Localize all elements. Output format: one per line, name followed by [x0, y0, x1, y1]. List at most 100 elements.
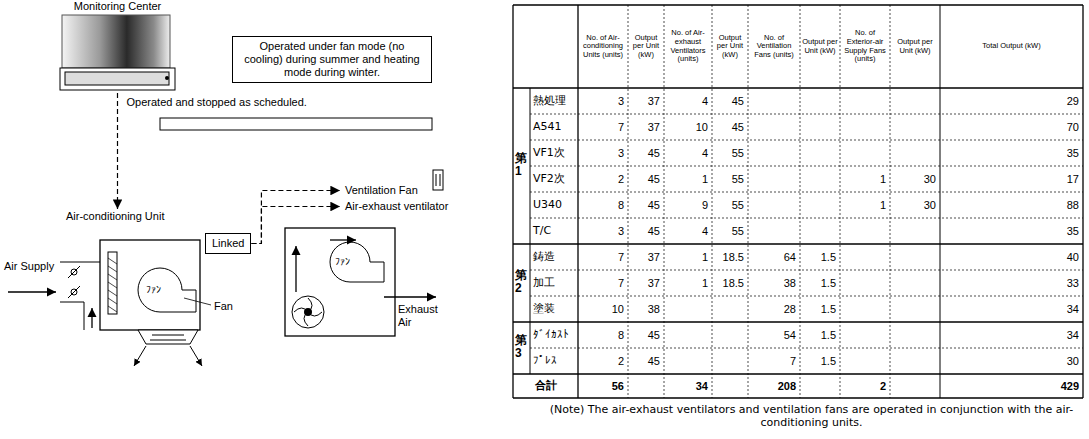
ventilation-fan-icon: [433, 170, 443, 190]
exhaust-air-label: Exhaust Air: [398, 303, 448, 329]
coil: [108, 252, 117, 314]
table-rule: [513, 87, 1083, 88]
supply-duct: [60, 302, 84, 303]
table-rule: [940, 5, 941, 398]
table-cell: 208: [748, 374, 800, 398]
table-cell: 30: [890, 192, 940, 218]
table-rule: [840, 5, 841, 398]
table-header: No. of Air-conditioning Units (units): [578, 5, 628, 88]
table-rule: [530, 166, 1083, 167]
table-rule: [577, 5, 578, 398]
table-cell: 45: [628, 322, 664, 348]
table-header: Output per Unit (kW): [712, 5, 748, 88]
ventilation-fan-wheel: [292, 296, 324, 328]
table-cell: 1.5: [800, 348, 840, 374]
air-supply-arrow: [8, 291, 56, 292]
row-label: U340: [530, 192, 578, 218]
exhaust-flow-arrow: [330, 239, 356, 240]
table-rule: [712, 5, 713, 398]
ventilation-fan-grille: [440, 174, 441, 186]
outlet-air-arrow: [190, 346, 202, 366]
table-cell: 7: [748, 348, 800, 374]
group-label: 第3: [515, 334, 527, 360]
table-cell: 10: [664, 114, 712, 140]
table-header: Output per Unit (kW): [628, 5, 664, 88]
table-rule: [513, 4, 1083, 5]
table-rule: [664, 5, 665, 398]
table-cell: 45: [628, 140, 664, 166]
monitor-screen: [62, 15, 170, 68]
table-rule: [628, 5, 629, 398]
table-cell: 38: [628, 296, 664, 322]
table-cell: 38: [748, 270, 800, 296]
unit-label: Air-conditioning Unit: [62, 210, 164, 223]
table-cell: 30: [940, 348, 1083, 374]
air-supply-label: Air Supply: [4, 260, 56, 273]
damper-blade: [68, 286, 80, 298]
table-header: Total Output (kW): [940, 5, 1083, 88]
table-rule: [530, 140, 1083, 141]
diffuser-vane: [150, 340, 186, 341]
table-cell: 429: [940, 374, 1083, 398]
table-rule: [530, 218, 1083, 219]
table-header: No. of Ventilation Fans (units): [748, 5, 800, 88]
table-cell: 37: [628, 244, 664, 270]
table-cell: 28: [748, 296, 800, 322]
ventilator-label: Air-exhaust ventilator: [341, 200, 448, 213]
callout-box: Operated under fan mode (no cooling) dur…: [232, 36, 432, 83]
node-text: Monitoring Center: [71, 0, 164, 13]
table-grid: [513, 5, 1083, 398]
table-rule: [513, 321, 1083, 322]
table-cell: 54: [748, 322, 800, 348]
table-cell: 35: [940, 140, 1083, 166]
row-label: 塗装: [530, 296, 578, 322]
table-cell: 3: [578, 218, 628, 244]
table-cell: 45: [628, 192, 664, 218]
table-cell: 37: [628, 114, 664, 140]
table-cell: 8: [578, 322, 628, 348]
table-cell: 9: [664, 192, 712, 218]
row-label: VF2次: [530, 166, 578, 192]
table-cell: 37: [628, 270, 664, 296]
table-cell: 40: [940, 244, 1083, 270]
row-label: A541: [530, 114, 578, 140]
table-rule: [513, 397, 1083, 398]
monitor-panel: [65, 72, 169, 85]
dashed-connector: [251, 191, 340, 244]
table-rule: [530, 114, 1083, 115]
diffuser: [138, 330, 198, 344]
table-rule: [1082, 5, 1083, 398]
table-cell: 55: [712, 140, 748, 166]
table-rule: [800, 5, 801, 398]
table-cell: 64: [748, 244, 800, 270]
dashed-connector: [117, 93, 118, 209]
table-cell: 4: [664, 140, 712, 166]
monitoring-center: Monitoring Center: [55, 0, 180, 92]
node-text: Air-exhaust ventilator: [345, 200, 448, 213]
table-cell: 34: [940, 296, 1083, 322]
table-cell: 45: [712, 114, 748, 140]
table-cell: 45: [628, 218, 664, 244]
damper-blade: [68, 266, 80, 278]
table-cell: 37: [628, 88, 664, 114]
fan-text: ﾌｧﾝ: [146, 283, 161, 296]
table-rule: [530, 296, 1083, 297]
table-rule: [530, 348, 1083, 349]
table-cell: 3: [578, 88, 628, 114]
fan-label: Ventilation Fan: [341, 184, 418, 197]
row-label: 加工: [530, 270, 578, 296]
table-rule: [513, 243, 1083, 244]
table-cell: 2: [578, 348, 628, 374]
table-cell: 10: [578, 296, 628, 322]
table-cell: 18.5: [712, 270, 748, 296]
fan-blades: [294, 298, 322, 326]
dashed-connector: [251, 207, 340, 244]
row-label: ﾌﾟﾚｽ: [530, 348, 578, 374]
table-note: (Note) The air-exhaust ventilators and v…: [545, 403, 1075, 429]
return-duct: [84, 302, 85, 330]
table-cell: 55: [712, 192, 748, 218]
group-label: 第1: [515, 152, 527, 178]
node-text: Ventilation Fan: [345, 184, 418, 197]
fan-text: ﾌｧﾝ: [335, 255, 350, 268]
